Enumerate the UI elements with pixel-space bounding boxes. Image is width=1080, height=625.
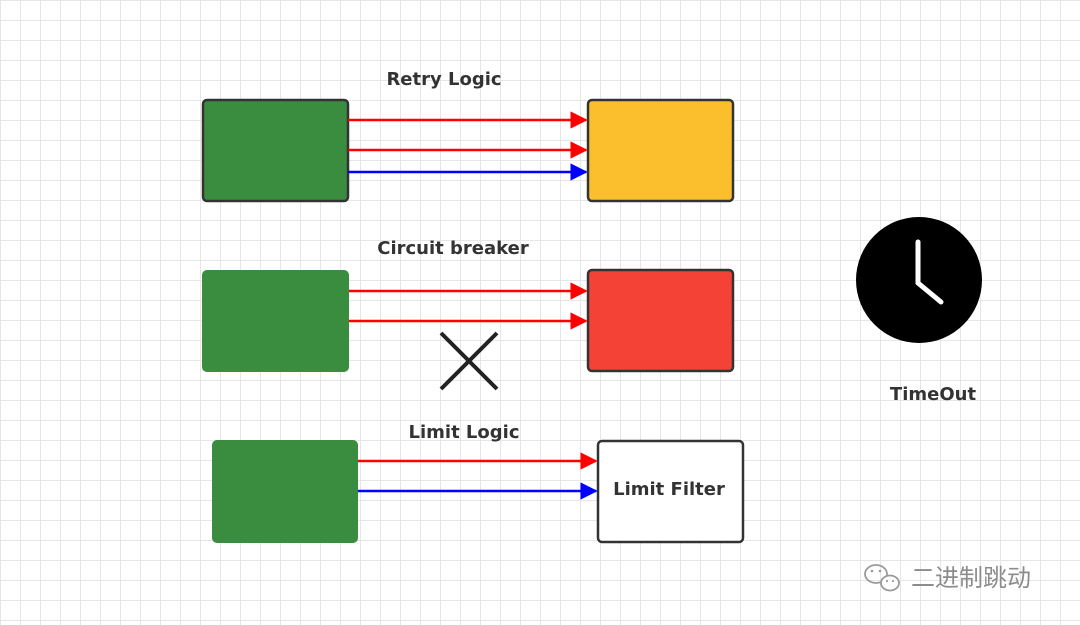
timeout-group: TimeOut [856,217,982,405]
circuit-source-box [202,270,349,372]
circuit-group: Circuit breaker [202,238,735,391]
limit-group: Limit Logic Limit Filter [212,422,745,544]
timeout-label: TimeOut [890,384,977,405]
wechat-icon [864,564,900,592]
clock-icon [856,217,982,343]
limit-filter-box [596,439,745,544]
retry-source-box [201,98,350,203]
retry-title: Retry Logic [386,69,501,90]
limit-filter-label: Limit Filter [613,479,725,500]
limit-title: Limit Logic [409,422,520,443]
watermark: 二进制跳动 [864,564,1031,592]
cross-icon [439,331,499,391]
retry-group: Retry Logic [201,69,735,203]
circuit-title: Circuit breaker [377,238,529,259]
circuit-target-box [586,268,735,373]
limit-source-box [212,440,358,543]
retry-target-box [586,98,735,203]
watermark-text: 二进制跳动 [911,564,1031,592]
